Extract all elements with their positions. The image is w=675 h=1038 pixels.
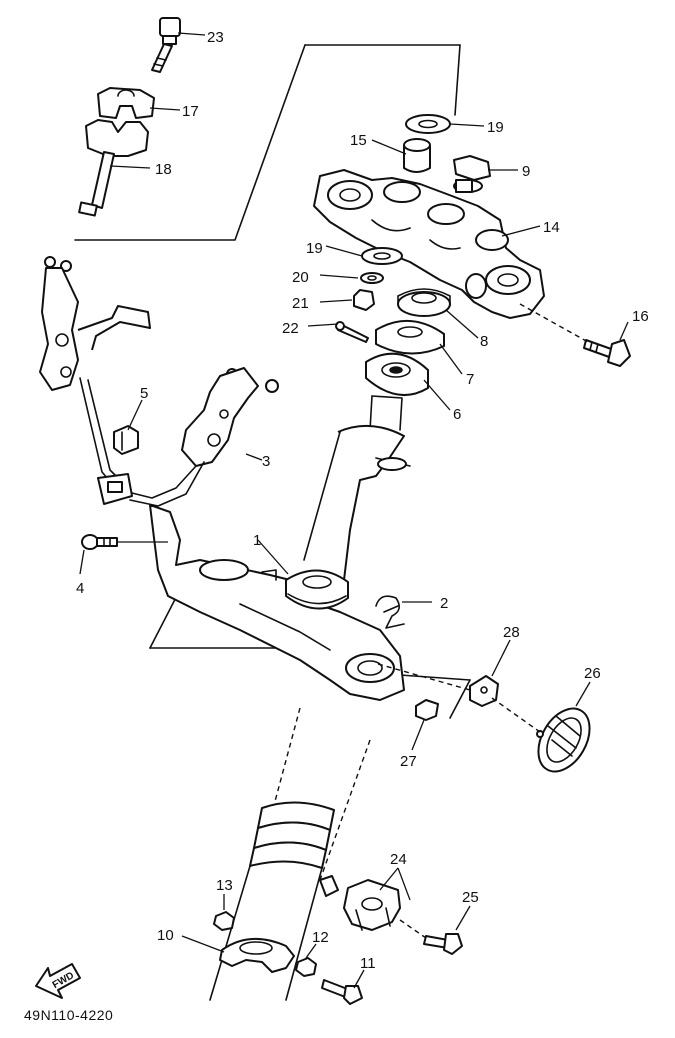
callout-16: 16 [632, 308, 649, 325]
assembly-lines [377, 303, 589, 939]
handlebar-holder-cap-17 [97, 87, 155, 119]
nut-12 [295, 957, 317, 977]
reflector-bracket-28 [469, 675, 499, 707]
bearing-1 [285, 569, 349, 610]
callout-18: 18 [155, 161, 172, 178]
handlebar-holder-18 [78, 119, 149, 217]
ring-nut-8 [397, 288, 451, 317]
diagram-reference-code: 49N110-4220 [24, 1007, 113, 1023]
callout-24: 24 [390, 851, 407, 868]
bolt-23 [151, 17, 181, 73]
headlight-stay-3 [97, 367, 279, 507]
callout-26: 26 [584, 665, 601, 682]
callout-3: 3 [262, 453, 270, 470]
cotter-pin-22 [335, 321, 369, 343]
bolt-11 [321, 979, 363, 1005]
callout-15: 15 [350, 132, 367, 149]
collar-15 [403, 138, 431, 173]
front-fork [209, 707, 371, 1001]
nut-27 [415, 699, 439, 721]
callout-labels: 23 17 18 3 5 4 1 2 6 7 8 9 19 15 14 16 1… [76, 29, 649, 972]
bolt-16 [583, 339, 631, 367]
washer-19-upper [405, 114, 451, 134]
clip-2 [375, 595, 405, 629]
grommet-5 [113, 425, 139, 455]
callout-6: 6 [453, 406, 461, 423]
callout-11: 11 [360, 955, 376, 972]
callout-27: 27 [400, 753, 417, 770]
leader-lines [79, 32, 629, 989]
callout-2: 2 [440, 595, 448, 612]
bearing-6 [365, 352, 429, 396]
callout-4: 4 [76, 580, 84, 597]
callout-19a: 19 [487, 119, 504, 136]
callout-14: 14 [543, 219, 560, 236]
callout-10: 10 [157, 927, 174, 944]
callout-9: 9 [522, 163, 530, 180]
callout-22: 22 [282, 320, 299, 337]
nut-13 [213, 911, 235, 931]
callout-7: 7 [466, 371, 474, 388]
bolt-25 [423, 933, 463, 955]
forward-arrow-icon: FWD [35, 963, 81, 999]
callout-12: 12 [312, 929, 329, 946]
bolt-4 [81, 534, 118, 550]
clamp-10 [219, 937, 295, 973]
callout-8: 8 [480, 333, 488, 350]
handlebar-group-frame [74, 44, 461, 241]
bearing-cover-7 [375, 319, 445, 355]
headlight-stay-left [39, 256, 151, 487]
callout-17: 17 [182, 103, 199, 120]
upper-bracket-14 [313, 169, 545, 319]
steering-stem [303, 395, 411, 581]
bolt-9 [453, 155, 491, 193]
ring-nut-21 [353, 289, 375, 311]
callout-28: 28 [503, 624, 520, 641]
lower-stay-24 [319, 875, 401, 931]
callout-20: 20 [292, 269, 309, 286]
washer-19-lower [361, 247, 403, 265]
callout-25: 25 [462, 889, 479, 906]
callout-23: 23 [207, 29, 224, 46]
reflector-26 [536, 707, 591, 773]
under-bracket [149, 504, 405, 701]
callout-1: 1 [253, 532, 261, 549]
lock-washer-20 [360, 272, 384, 284]
callout-21: 21 [292, 295, 309, 312]
callout-19b: 19 [306, 240, 323, 257]
callout-5: 5 [140, 385, 148, 402]
callout-13: 13 [216, 877, 233, 894]
